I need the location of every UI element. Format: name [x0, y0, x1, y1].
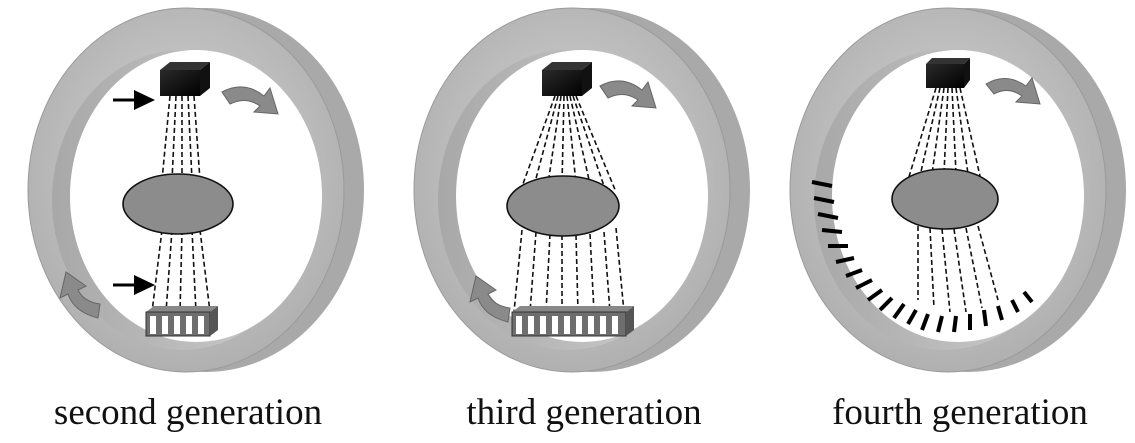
- rotation-arrow-icon: [469, 275, 511, 323]
- rotation-arrow-icon: [59, 271, 101, 319]
- caption-second-generation: second generation: [53, 392, 323, 433]
- detector-array: [145, 306, 218, 337]
- panel-fourth-generation: [789, 7, 1126, 373]
- rotation-arrow-icon: [985, 76, 1041, 105]
- xray-source: [160, 62, 210, 96]
- caption-third-generation: third generation: [466, 392, 702, 433]
- xray-beam: [513, 95, 625, 313]
- rotation-arrow-icon: [221, 86, 279, 115]
- detector-ring: [811, 180, 1034, 333]
- patient-body: [506, 175, 620, 237]
- pointer-arrow-icon: [113, 90, 155, 110]
- xray-beam: [151, 95, 211, 313]
- patient-body: [122, 173, 234, 235]
- pointer-arrow-icon: [113, 275, 155, 295]
- detector-array: [511, 306, 634, 337]
- rotation-arrow-icon: [599, 80, 657, 109]
- xray-source: [926, 58, 970, 88]
- patient-body: [891, 168, 999, 230]
- panel-third-generation: [413, 7, 750, 373]
- panel-second-generation: [27, 7, 364, 373]
- xray-beam: [907, 87, 999, 313]
- xray-source: [542, 62, 592, 96]
- caption-fourth-generation: fourth generation: [832, 392, 1088, 433]
